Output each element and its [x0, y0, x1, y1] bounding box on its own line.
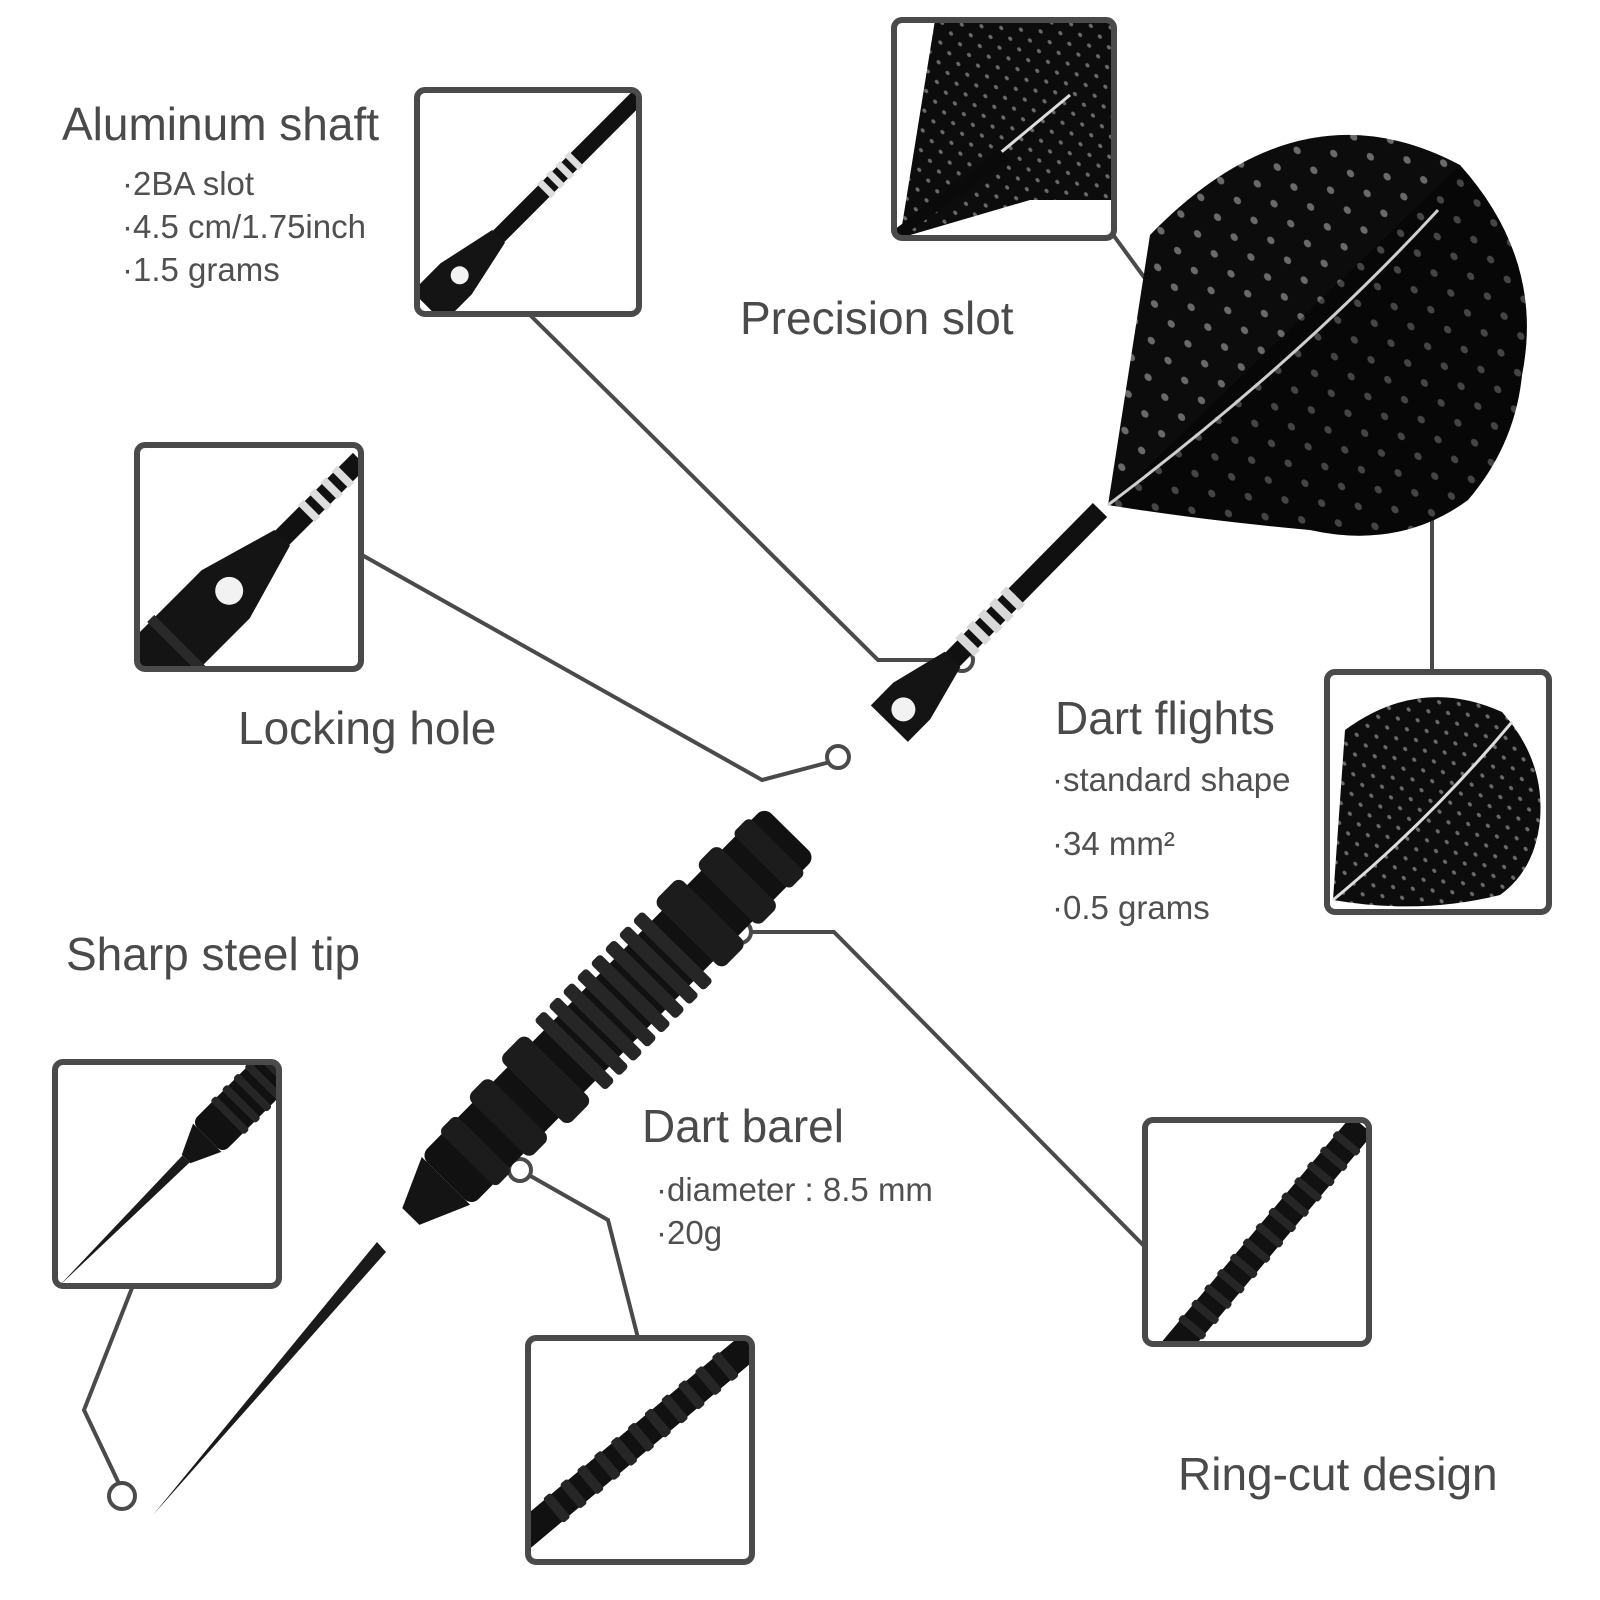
dart-flights-title: Dart flights [1055, 692, 1275, 744]
ring-cut-design-title: Ring-cut design [1178, 1448, 1498, 1500]
flight-back-wing [1108, 134, 1527, 536]
aluminum-shaft-specs: 2BA slot 4.5 cm/1.75inch 1.5 grams [122, 162, 366, 291]
barrel-spec-weight: 20g [656, 1211, 933, 1254]
shaft-thumbnail [414, 87, 642, 317]
shaft-leader-line [528, 313, 955, 662]
locking-hole [891, 697, 916, 722]
sharp-steel-tip-title: Sharp steel tip [66, 928, 361, 980]
shaft-spec-weight: 1.5 grams [122, 248, 366, 291]
precision-slot-title: Precision slot [740, 292, 1014, 344]
flight-shadow-side [1108, 165, 1527, 536]
precision-slot-thumbnail [891, 17, 1117, 241]
steel-tip [153, 1242, 386, 1515]
tip-anchor-dot [107, 1481, 137, 1511]
locking-hole-title: Locking hole [238, 702, 497, 754]
dart-barrel-title: Dart barel [642, 1100, 844, 1152]
shaft-collar [870, 651, 961, 742]
main-dart [153, 134, 1527, 1515]
shaft-body [938, 502, 1108, 674]
flight-edge-highlight [1107, 208, 1440, 507]
barrel-spec-diameter: diameter : 8.5 mm [656, 1168, 933, 1211]
barrel-thumbnail [525, 1335, 755, 1565]
barrel-nose [402, 1157, 471, 1225]
flight-spec-weight: 0.5 grams [1052, 876, 1291, 940]
tip-leader-line [81, 1287, 134, 1491]
flights-thumbnail [1324, 669, 1552, 915]
dart-barrel-specs: diameter : 8.5 mm 20g [656, 1168, 933, 1254]
flight-spec-shape: standard shape [1052, 748, 1291, 812]
flight-spec-area: 34 mm² [1052, 812, 1291, 876]
shaft-spec-slot: 2BA slot [122, 162, 366, 205]
ring-cut-thumbnail [1142, 1117, 1372, 1347]
locking-hole-anchor-dot [825, 744, 851, 770]
aluminum-shaft-title: Aluminum shaft [62, 98, 380, 150]
dart-flights-specs: standard shape 34 mm² 0.5 grams [1052, 748, 1291, 940]
shaft-spec-length: 4.5 cm/1.75inch [122, 205, 366, 248]
locking-hole-leader-line [361, 553, 831, 783]
ring-cut-leader-line [740, 930, 1150, 1252]
locking-hole-thumbnail [134, 442, 364, 672]
barrel-leader-line [519, 1168, 640, 1339]
tip-thumbnail [52, 1059, 282, 1289]
